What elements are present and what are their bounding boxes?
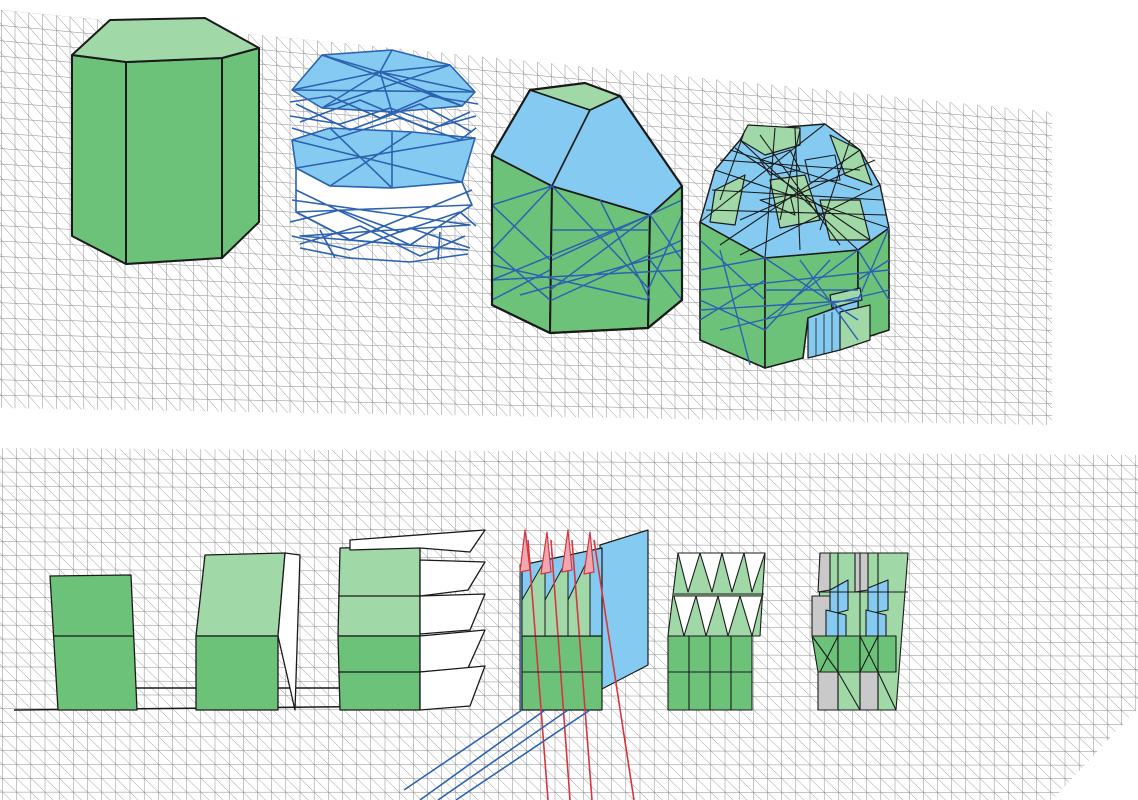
sheared-block [195,552,301,711]
faceted-volume [490,81,684,335]
faceted-shell-frame [289,49,479,263]
faceted-pavilion [699,123,890,369]
sliced-floor-plates [337,529,486,711]
hexagonal-prism [71,17,260,265]
top-panel [0,10,1052,425]
bottom-panel [0,448,1138,800]
triangulated-facade [667,552,766,711]
fin-planes [403,529,649,800]
block [49,574,138,711]
folded-facade [811,552,909,711]
